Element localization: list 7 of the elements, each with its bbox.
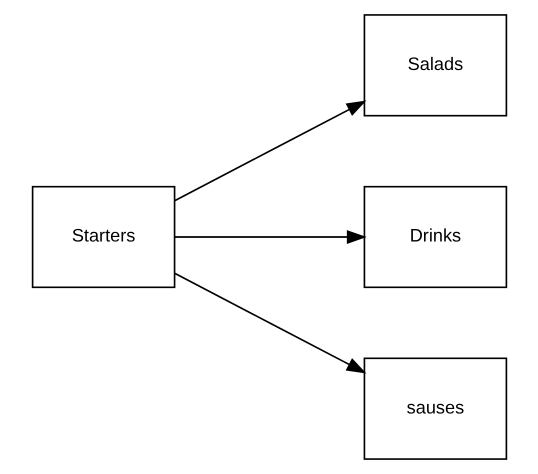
node-box: Starters: [31, 186, 175, 288]
arrow: [174, 230, 366, 244]
node-box: Drinks: [363, 186, 507, 288]
node-box: sauses: [363, 358, 507, 460]
arrow: [174, 272, 366, 374]
node-box: Salads: [363, 14, 507, 116]
arrow: [174, 100, 366, 202]
